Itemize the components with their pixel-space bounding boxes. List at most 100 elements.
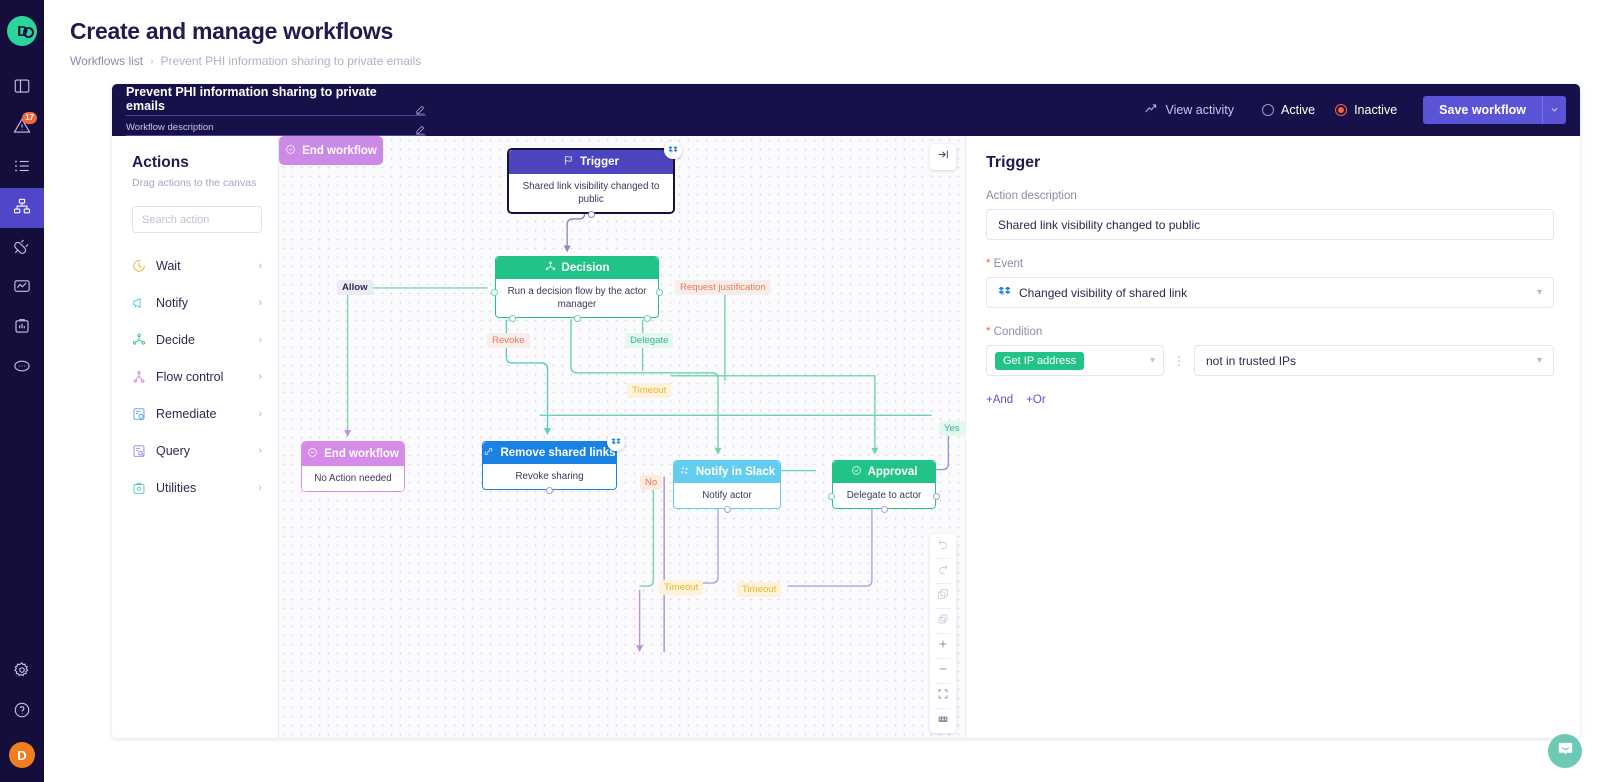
- grid-toggle-button[interactable]: [930, 709, 956, 733]
- node-trigger[interactable]: Trigger Shared link visibility changed t…: [507, 141, 682, 219]
- node-end-workflow-2[interactable]: End workflow: [279, 136, 383, 165]
- toolbar-divider: [935, 583, 951, 584]
- alert-triangle-icon: [13, 117, 31, 140]
- node-port-right[interactable]: [656, 289, 663, 296]
- app-logo[interactable]: D: [7, 16, 37, 46]
- sidebar-item-reports[interactable]: [0, 308, 44, 348]
- action-item-flow-control[interactable]: Flow control ›: [132, 358, 262, 395]
- workflow-canvas[interactable]: Trigger Shared link visibility changed t…: [279, 136, 965, 738]
- clipboard-chart-icon: [13, 317, 31, 340]
- editor-toolbar: Prevent PHI information sharing to priva…: [112, 84, 1580, 136]
- sidebar-item-integrations[interactable]: [0, 228, 44, 268]
- node-remove-shared-links[interactable]: Remove shared links Revoke sharing: [482, 433, 625, 495]
- event-value: Changed visibility of shared link: [1019, 285, 1188, 300]
- edit-description-pencil-icon[interactable]: [415, 122, 426, 134]
- edit-name-pencil-icon[interactable]: [415, 102, 426, 114]
- status-active-option[interactable]: Active: [1262, 103, 1315, 117]
- node-port-right[interactable]: [933, 493, 940, 500]
- breadcrumb: Workflows list › Prevent PHI information…: [70, 54, 1600, 68]
- node-port-b1[interactable]: [509, 315, 516, 323]
- redo-button[interactable]: [930, 559, 956, 583]
- node-slack-title: Notify in Slack: [695, 466, 776, 478]
- sidebar-item-dashboard[interactable]: [0, 68, 44, 108]
- node-port-left[interactable]: [491, 289, 498, 296]
- undo-button[interactable]: [930, 534, 956, 558]
- zoom-in-button[interactable]: [930, 634, 956, 658]
- node-approval-title: Approval: [867, 466, 918, 478]
- node-decision[interactable]: Decision Run a decision flow by the acto…: [491, 256, 663, 323]
- node-slack-header: Notify in Slack: [674, 461, 780, 483]
- decision-icon: [132, 333, 146, 347]
- action-item-notify[interactable]: Notify ›: [132, 284, 262, 321]
- action-item-wait[interactable]: Wait ›: [132, 247, 262, 284]
- node-end-workflow-1[interactable]: End workflow No Action needed: [301, 441, 405, 493]
- node-port-bottom[interactable]: [546, 487, 553, 495]
- fit-screen-button[interactable]: [930, 684, 956, 708]
- node-port[interactable]: [588, 211, 595, 219]
- node-port-b3[interactable]: [644, 315, 651, 323]
- action-label: Flow control: [156, 369, 224, 384]
- save-workflow-dropdown[interactable]: [1542, 96, 1566, 124]
- activity-monitor-icon: [13, 277, 31, 300]
- node-decision-body: Run a decision flow by the actor manager: [496, 279, 658, 318]
- sidebar-item-help[interactable]: [0, 692, 44, 732]
- condition-right-select[interactable]: not in trusted IPs ▾: [1194, 345, 1554, 376]
- condition-right-value: not in trusted IPs: [1206, 353, 1297, 368]
- node-port-bottom[interactable]: [881, 506, 888, 514]
- sidebar-item-list[interactable]: [0, 148, 44, 188]
- actions-panel: Actions Drag actions to the canvas Wait …: [112, 136, 279, 738]
- flow-control-icon: [132, 370, 146, 384]
- save-workflow-button[interactable]: Save workflow: [1423, 96, 1542, 124]
- breadcrumb-root[interactable]: Workflows list: [70, 54, 144, 68]
- unlink-icon: [483, 446, 494, 460]
- sidebar-item-activity[interactable]: [0, 268, 44, 308]
- search-action-input[interactable]: [132, 206, 262, 233]
- node-end1-body: No Action needed: [302, 466, 404, 492]
- condition-more-icon[interactable]: ⋮: [1173, 353, 1185, 368]
- properties-title: Trigger: [986, 154, 1041, 171]
- action-item-decide[interactable]: Decide ›: [132, 321, 262, 358]
- toolbar-divider: [935, 708, 951, 709]
- editor-title-group: Prevent PHI information sharing to priva…: [126, 85, 426, 136]
- zoom-out-button[interactable]: [930, 659, 956, 683]
- condition-left-select[interactable]: Get IP address ▾: [986, 345, 1164, 376]
- sidebar-item-chat[interactable]: [0, 348, 44, 388]
- fit-screen-icon: [937, 687, 949, 705]
- action-item-utilities[interactable]: Utilities ›: [132, 469, 262, 506]
- decision-icon: [545, 261, 556, 275]
- copy-button[interactable]: [930, 584, 956, 608]
- megaphone-icon: [132, 296, 146, 310]
- add-and-button[interactable]: +And: [986, 394, 1014, 406]
- action-description-input[interactable]: [986, 209, 1554, 240]
- status-active-label: Active: [1281, 103, 1316, 117]
- duplicate-button[interactable]: [930, 609, 956, 633]
- action-item-remediate[interactable]: Remediate ›: [132, 395, 262, 432]
- node-notify-in-slack[interactable]: Notify in Slack Notify actor: [673, 460, 781, 514]
- collapse-panel-button[interactable]: [930, 144, 956, 170]
- chevron-right-icon: ›: [258, 259, 262, 272]
- action-label: Decide: [156, 332, 195, 347]
- status-inactive-option[interactable]: Inactive: [1335, 103, 1397, 117]
- action-label: Query: [156, 443, 191, 458]
- node-port-left[interactable]: [828, 493, 835, 500]
- flag-icon: [563, 155, 574, 169]
- add-or-button[interactable]: +Or: [1026, 394, 1046, 406]
- event-select[interactable]: Changed visibility of shared link ▾: [986, 277, 1554, 308]
- action-item-query[interactable]: Query ›: [132, 432, 262, 469]
- view-activity-button[interactable]: View activity: [1144, 102, 1234, 119]
- actions-subtitle: Drag actions to the canvas: [132, 177, 257, 189]
- edge-label-allow: Allow: [337, 280, 373, 295]
- chat-widget-button[interactable]: [1548, 734, 1582, 768]
- sidebar-item-settings[interactable]: [0, 652, 44, 692]
- action-label: Wait: [156, 258, 181, 273]
- sidebar-item-alerts[interactable]: 17: [0, 108, 44, 148]
- node-port-bottom[interactable]: [724, 506, 731, 514]
- avatar[interactable]: D: [9, 742, 35, 768]
- node-trigger-title: Trigger: [580, 156, 619, 168]
- node-approval[interactable]: Approval Delegate to actor: [828, 460, 940, 514]
- toolbar-divider: [935, 558, 951, 559]
- node-port-b2[interactable]: [574, 315, 581, 323]
- plug-icon: [13, 237, 31, 260]
- sidebar-item-workflows[interactable]: [0, 188, 44, 228]
